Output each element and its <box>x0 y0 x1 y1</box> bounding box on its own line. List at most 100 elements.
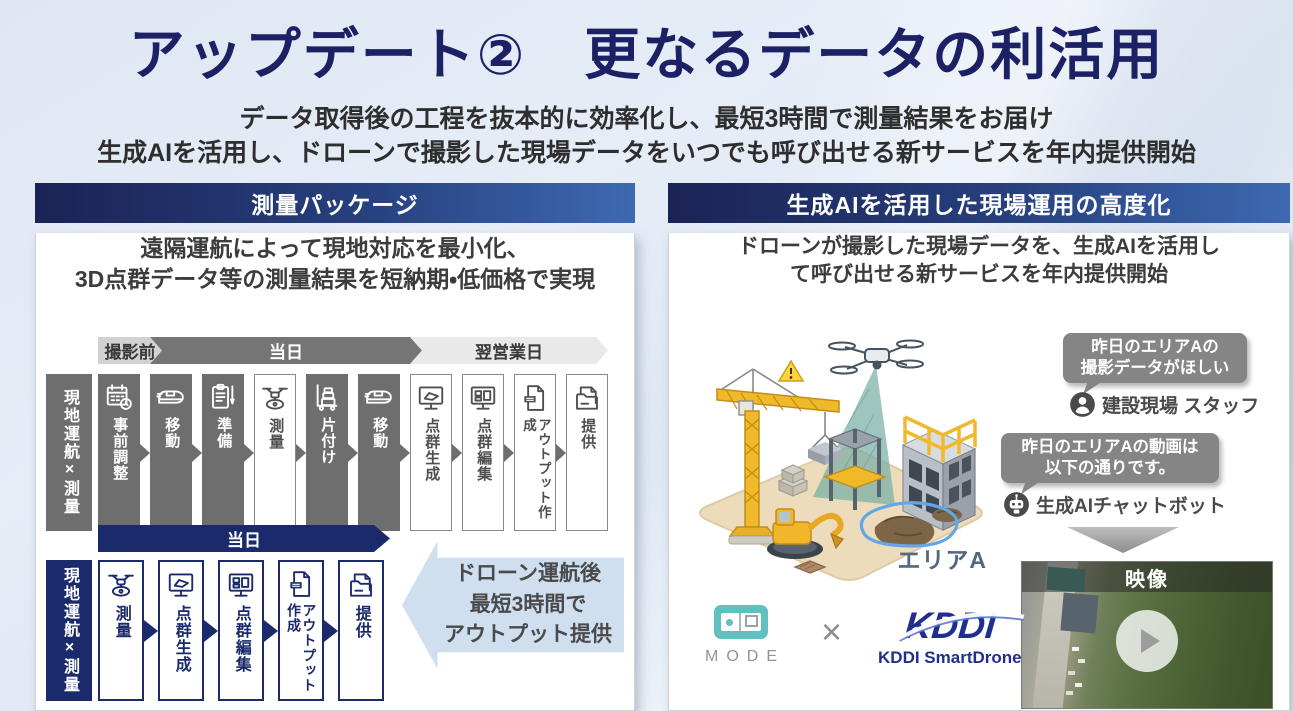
tower-crane <box>716 359 842 545</box>
drone-icon <box>260 380 290 416</box>
flow-arrow-icon <box>244 443 254 462</box>
timeline-segment-pre-shoot: 撮影前 <box>98 337 162 364</box>
survey-lead-line2: 3D点群データ等の測量結果を短納期・低価格で実現 <box>74 266 596 293</box>
flow-step: 提供 <box>338 560 384 701</box>
train-icon <box>156 379 186 415</box>
mode-logo-mark-icon <box>714 605 768 639</box>
flow-step: 点群編集 <box>218 560 264 701</box>
construction-site-svg <box>699 339 983 581</box>
genai-panel-title: 生成AIを活用した現場運用の高度化 <box>786 192 1172 218</box>
building <box>1060 592 1099 634</box>
user-row: 建設現場 スタッフ <box>1069 391 1259 418</box>
partner-logos: MODE × KDDI KDDI SmartDrone <box>697 605 1024 668</box>
calendar-clock-icon <box>104 379 134 415</box>
area-a-outline <box>859 501 959 548</box>
flow-step: アウトプット作成 <box>278 560 324 701</box>
flow-arrow-icon <box>204 619 218 642</box>
row1-timeline: 撮影前 当日 翌営業日 <box>98 337 608 364</box>
monitor-edit-icon <box>226 567 256 603</box>
user-label: 建設現場 スタッフ <box>1102 396 1260 417</box>
flow-arrow-icon <box>400 443 410 462</box>
kddi-logo: KDDI KDDI SmartDrone <box>878 605 1024 668</box>
flow-arrow-icon <box>324 619 338 642</box>
row1-side-label: 現地運航×測量 <box>46 374 92 531</box>
flow-step: 準備 <box>202 374 244 531</box>
flow-step: 測量 <box>254 374 296 531</box>
survey-package-panel: 測量パッケージ 遠隔運航によって現地対応を最小化、 3D点群データ等の測量結果を… <box>35 183 635 711</box>
chat-demo: 昨日のエリアAの 撮影データがほしい 建設現場 スタッフ 昨日のエリアAの動画は… <box>1001 329 1283 709</box>
survey-lead: 遠隔運航によって現地対応を最小化、 3D点群データ等の測量結果を短納期・低価格で… <box>36 233 634 295</box>
drone <box>828 339 924 375</box>
flow-step: 移動 <box>150 374 192 531</box>
kddi-subtext: KDDI SmartDrone <box>878 648 1022 667</box>
flow-step: 事前調整 <box>98 374 140 531</box>
video-label: 映像 <box>1125 568 1169 591</box>
speed-callout-text: ドローン運航後 最短3時間で アウトプット提供 <box>444 562 612 647</box>
survey-lead-line1: 遠隔運航によって現地対応を最小化、 <box>140 235 530 261</box>
clipboard-icon <box>208 379 238 415</box>
cart-icon <box>312 379 342 415</box>
flow-arrow-icon <box>296 443 306 462</box>
vehicles <box>1072 646 1079 651</box>
genai-panel-body: ドローンが撮影した現場データを、生成AIを活用し て呼び出せる新サービスを年内提… <box>668 233 1290 711</box>
flow-step: 移動 <box>358 374 400 531</box>
warning-sign-icon <box>777 359 805 382</box>
flow-arrow-icon <box>348 443 358 462</box>
data-file-icon <box>286 567 316 601</box>
flow-arrow-icon <box>192 443 202 462</box>
flow-step: 点群生成 <box>158 560 204 701</box>
bot-row: 生成AIチャットボット <box>1003 491 1226 518</box>
bot-speech-bubble: 昨日のエリアAの動画は 以下の通りです。 <box>1001 433 1219 484</box>
flow-step: 測量 <box>98 560 144 701</box>
folder-icon <box>346 567 376 603</box>
genai-panel: 生成AIを活用した現場運用の高度化 ドローンが撮影した現場データを、生成AIを活… <box>668 183 1290 711</box>
flow-step: 点群編集 <box>462 374 504 531</box>
mode-logo-text: MODE <box>705 648 785 665</box>
speed-callout-arrow: ドローン運航後 最短3時間で アウトプット提供 <box>402 541 624 669</box>
down-arrow-icon <box>1067 527 1179 553</box>
area-a-label: エリアA <box>897 547 987 573</box>
page-title: アップデート② 更なるデータの利活用 <box>128 23 1165 86</box>
person-icon <box>1069 391 1096 418</box>
flow-arrow-icon <box>504 443 514 462</box>
genai-lead-line1: ドローンが撮影した現場データを、生成AIを活用し <box>738 235 1220 258</box>
genai-panel-header: 生成AIを活用した現場運用の高度化 <box>668 183 1290 223</box>
flow-step: 提供 <box>566 374 608 531</box>
drone-icon <box>106 567 136 603</box>
timeline-segment-same-day: 当日 <box>150 337 422 364</box>
video-title-band: 映像 <box>1022 562 1272 592</box>
survey-panel-header: 測量パッケージ <box>35 183 635 223</box>
timeline-segment-next-business-day: 翌営業日 <box>410 337 608 364</box>
flow-arrow-icon <box>452 443 462 462</box>
flow-arrow-icon <box>140 443 150 462</box>
video-thumbnail[interactable]: 映像 <box>1021 561 1273 709</box>
flow-arrow-icon <box>556 443 566 462</box>
play-icon <box>1140 628 1160 653</box>
flow-step: 点群生成 <box>410 374 452 531</box>
folder-icon <box>572 380 602 416</box>
subtitle-line1: データ取得後の工程を抜本的に効率化し、最短3時間で測量結果をお届け <box>239 105 1054 133</box>
mode-logo: MODE <box>697 605 785 666</box>
robot-icon <box>1003 491 1030 518</box>
data-file-icon <box>520 380 550 416</box>
subtitle-line2: 生成AIを活用し、ドローンで撮影した現場データをいつでも呼び出せる新サービスを年… <box>97 139 1196 167</box>
survey-panel-body: 遠隔運航によって現地対応を最小化、 3D点群データ等の測量結果を短納期・低価格で… <box>35 233 635 711</box>
dirt-area <box>859 501 962 548</box>
kddi-logo-word: KDDI <box>898 605 1024 646</box>
play-button[interactable] <box>1116 609 1178 672</box>
genai-lead: ドローンが撮影した現場データを、生成AIを活用し て呼び出せる新サービスを年内提… <box>669 233 1289 290</box>
row2-timeline-same-day: 当日 <box>98 525 390 552</box>
monitor-edit-icon <box>468 380 498 416</box>
material-crates <box>777 464 809 497</box>
construction-site-illustration: エリアA <box>679 319 1001 599</box>
survey-panel-title: 測量パッケージ <box>251 192 419 218</box>
train-icon <box>364 379 394 415</box>
steel-structure <box>823 428 887 510</box>
scaffold <box>903 415 977 462</box>
user-speech-bubble: 昨日のエリアAの 撮影データがほしい <box>1063 333 1247 384</box>
flow-arrow-icon <box>144 619 158 642</box>
monitor-pointcloud-icon <box>166 567 196 603</box>
new-workflow-row: 現地運航×測量 測量 点群生成 点群編集 アウトプット作成 提供 <box>46 560 384 701</box>
bot-label: 生成AIチャットボット <box>1036 496 1226 517</box>
